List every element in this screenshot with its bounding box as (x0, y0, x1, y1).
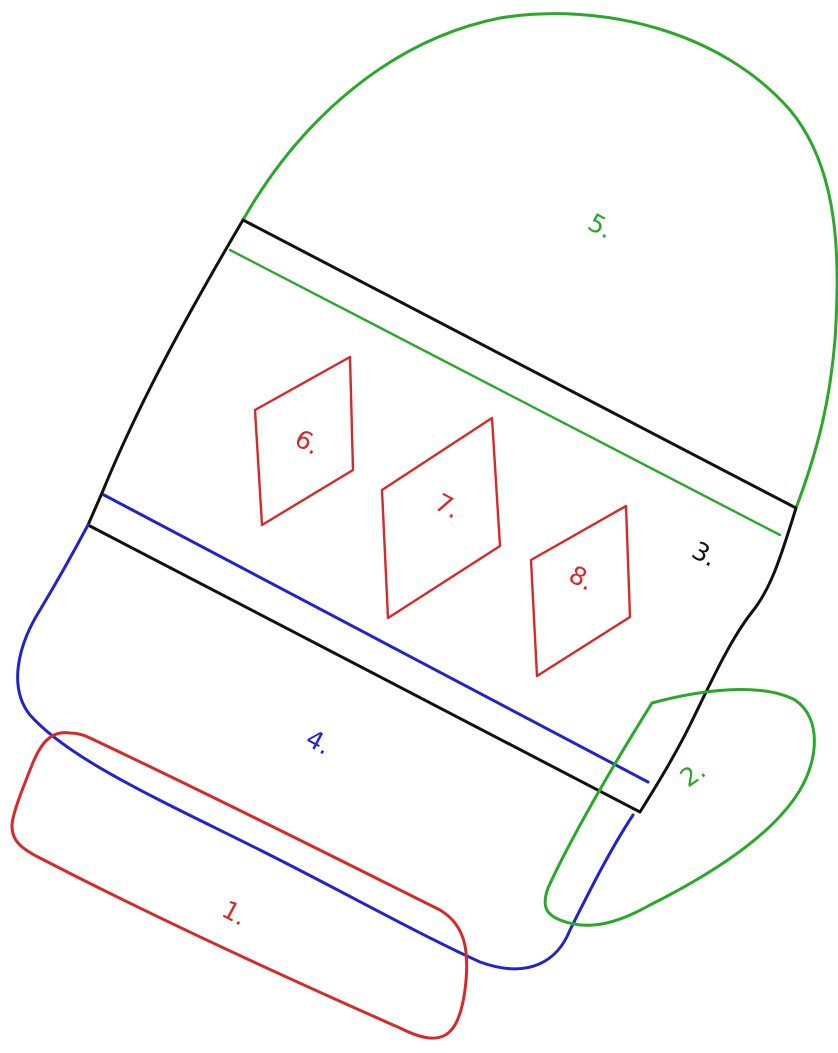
piece-diamond-left: 6. (255, 357, 353, 525)
lower-mitten-outline (18, 495, 648, 969)
piece-label-2: 2. (675, 755, 711, 792)
piece-mitten-top: 5. (230, 14, 837, 535)
cuff-outline (12, 733, 467, 1039)
piece-diamond-middle: 7. (382, 418, 500, 618)
piece-label-5: 5. (583, 208, 618, 245)
piece-diamond-right: 8. (531, 506, 630, 676)
piece-cuff: 1. (12, 733, 467, 1039)
piece-thumb: 2. (545, 690, 814, 926)
piece-label-3: 3. (687, 536, 722, 573)
mitten-top-outline (243, 14, 837, 508)
mitten-top-seam-line (230, 250, 780, 535)
piece-label-4: 4. (301, 724, 336, 761)
thumb-outline (545, 690, 814, 926)
piece-label-7: 7. (430, 488, 465, 525)
piece-label-6: 6. (290, 424, 325, 461)
piece-lower-mitten: 4. (18, 495, 648, 969)
piece-label-1: 1. (217, 895, 252, 932)
piece-label-8: 8. (564, 560, 599, 597)
